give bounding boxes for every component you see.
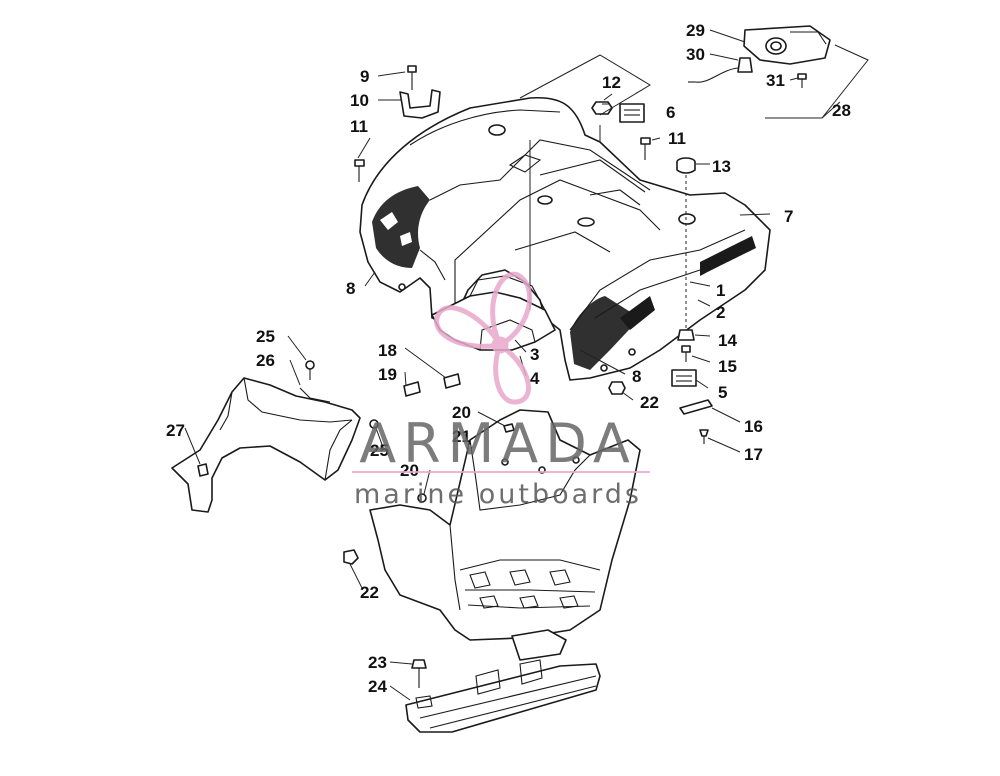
callout-18: 18 [378,341,397,360]
callout-19: 19 [378,365,397,384]
callout-7: 7 [784,207,793,226]
nut-part-22-upper [608,381,626,395]
footrest-bracket-part-24 [405,629,601,733]
callout-22-right: 22 [640,393,659,412]
clip-part-18 [443,373,461,389]
screw-part-17 [699,429,709,444]
watermark-brand: ARMADA [359,412,637,475]
watermark: ARMADA marine outboards [352,271,650,510]
bolt-part-11-left [354,159,365,182]
nut-part-22-lower [343,549,359,565]
bolt-part-11-right [640,137,651,160]
callout-labels: 1 2 3 4 5 6 7 8 8 9 10 11 11 12 13 14 15… [166,21,851,696]
callout-3: 3 [530,345,539,364]
armada-propeller-logo [434,271,533,405]
callout-8-right: 8 [632,367,641,386]
leader-lines [184,29,799,701]
callout-14: 14 [718,331,737,350]
callout-8-left: 8 [346,279,355,298]
callout-28: 28 [832,101,851,120]
grommet-part-13 [676,157,696,174]
left-side-panel-part-26 [171,377,361,513]
clip-part-19 [403,381,421,397]
bushing-part-14 [677,329,695,341]
callout-22-lower: 22 [360,583,379,602]
screw-part-20-upper [503,423,515,433]
callout-25-lower: 25 [370,441,389,460]
callout-1: 1 [716,281,725,300]
callout-9: 9 [360,67,369,86]
callout-31: 31 [766,71,785,90]
screw-part-25-upper [305,360,315,380]
watermark-tagline: marine outboards [354,479,642,510]
screw-part-15 [681,345,691,362]
fender-decal-left [372,186,430,268]
rear-fender [359,96,771,381]
callout-12: 12 [602,73,621,92]
screw-part-20-lower [417,493,427,503]
tail-light-assembly [688,25,831,88]
callout-20-upper: 20 [452,403,471,422]
callout-6: 6 [666,103,675,122]
screw-part-25-lower [369,419,379,429]
warning-label-part-5 [671,369,697,387]
fender-decal-right [570,236,756,370]
bolt-part-9 [407,65,417,90]
callout-27: 27 [166,421,185,440]
callout-2: 2 [716,303,725,322]
callout-11-right: 11 [668,129,686,148]
callout-10: 10 [350,91,369,110]
strap-part-16 [679,399,713,415]
footwell-part [369,409,641,641]
callout-24: 24 [368,677,387,696]
callout-16: 16 [744,417,763,436]
warning-label-part-6 [619,103,645,123]
callout-5: 5 [718,383,727,402]
callout-15: 15 [718,357,737,376]
callout-4: 4 [530,369,540,388]
callout-11-left: 11 [350,117,368,136]
callout-23: 23 [368,653,387,672]
callout-21: 21 [452,427,471,446]
callout-29: 29 [686,21,705,40]
bracket-part-10 [399,89,441,119]
callout-25-upper: 25 [256,327,275,346]
bolt-part-23 [411,659,427,688]
callout-26: 26 [256,351,275,370]
callout-13: 13 [712,157,731,176]
callout-30: 30 [686,45,705,64]
callout-17: 17 [744,445,763,464]
clip-part-27 [197,463,209,477]
callout-20-lower: 20 [400,461,419,480]
